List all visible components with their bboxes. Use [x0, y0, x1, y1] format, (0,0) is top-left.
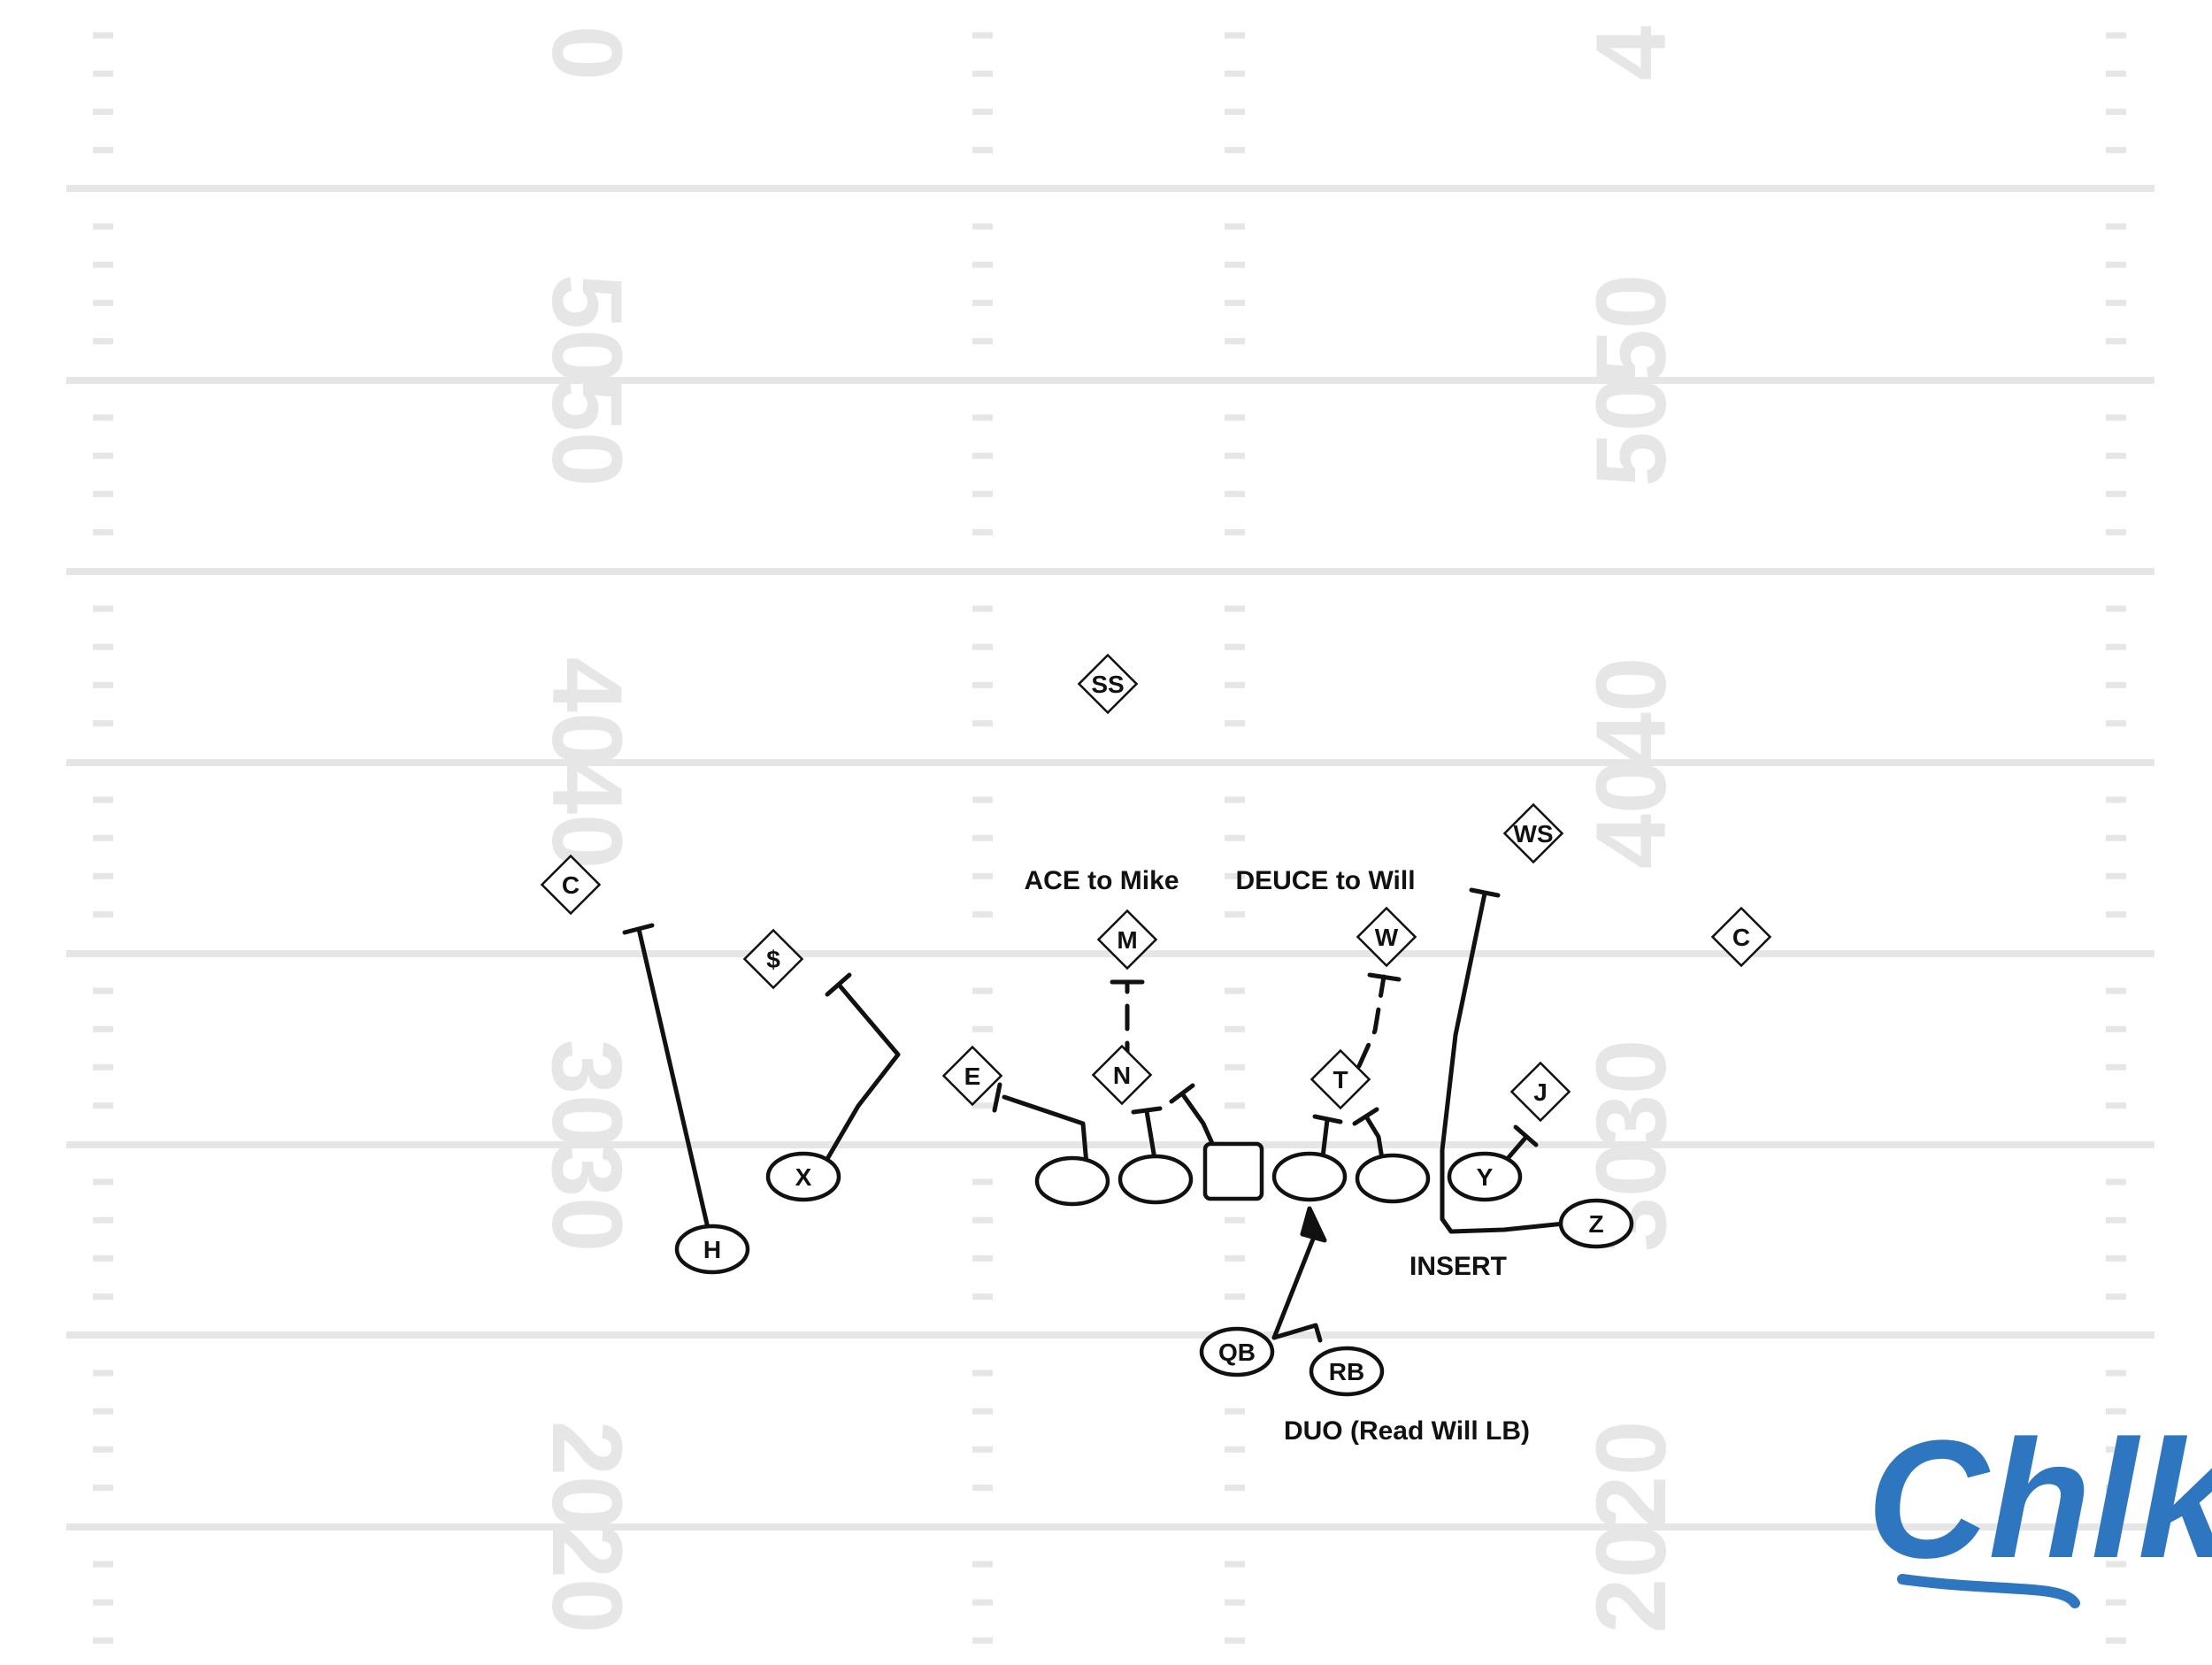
x-route-block-cap — [825, 972, 852, 997]
player-x-label: X — [795, 1163, 812, 1191]
player-z: Z — [1558, 1198, 1634, 1249]
yard-number: 20 — [1576, 1421, 1686, 1531]
player-rb: RB — [1309, 1346, 1385, 1397]
defender-n: N — [1091, 1044, 1153, 1106]
h-route-block-cap — [622, 923, 655, 935]
note-deuce: DEUCE to Will — [1235, 866, 1415, 895]
defender-t-label: T — [1333, 1066, 1348, 1093]
rt-block-cap — [1352, 1107, 1379, 1126]
defender-e: E — [941, 1045, 1003, 1107]
rg-block-cap — [1312, 1114, 1343, 1124]
defender-m: M — [1096, 909, 1158, 971]
yard-number: 40 — [1576, 657, 1686, 768]
z-insert-route — [1440, 891, 1567, 1234]
chalk-logo: Chlk — [1867, 1406, 2212, 1608]
defender-ss: SS — [1077, 653, 1139, 715]
yard-number: 50 — [532, 377, 642, 487]
defender-c-right-label: C — [1732, 924, 1750, 951]
note-insert: INSERT — [1409, 1252, 1507, 1281]
lt-block-cap — [992, 1082, 1002, 1113]
deuce-double-cap — [1367, 972, 1402, 982]
deuce-double-route — [1356, 974, 1386, 1069]
yard-number: 50 — [532, 274, 642, 385]
defender-m-label: M — [1117, 926, 1137, 954]
yard-number: 40 — [1576, 759, 1686, 870]
yard-number: 50 — [1576, 274, 1686, 385]
chalk-logo-text: Chlk — [1867, 1406, 2212, 1593]
lt-block — [1002, 1094, 1089, 1167]
player-y: Y — [1447, 1151, 1523, 1202]
player-h: H — [674, 1224, 750, 1275]
player-h-label: H — [703, 1236, 721, 1263]
defender-j-label: J — [1533, 1078, 1548, 1106]
hash-marks — [93, 32, 2126, 1644]
yard-lines — [66, 185, 2154, 1531]
defender-ss-label: SS — [1091, 671, 1124, 698]
duo-run-path — [1271, 1230, 1318, 1340]
player-y-label: Y — [1477, 1163, 1494, 1191]
yard-numbers-left: 0 50 50 40 40 30 30 20 20 — [532, 26, 642, 1633]
left-guard — [1118, 1154, 1194, 1205]
yard-number: 20 — [1576, 1523, 1686, 1634]
defender-c-left-label: C — [562, 871, 580, 899]
right-tackle — [1355, 1153, 1431, 1204]
center — [1202, 1141, 1264, 1201]
player-qb-label: QB — [1218, 1339, 1256, 1366]
y-block-cap — [1513, 1124, 1539, 1147]
offensive-skill-players: X H Y Z QB RB — [674, 1151, 1634, 1397]
duo-arrowhead — [1300, 1206, 1327, 1243]
z-insert-cap — [1469, 887, 1501, 898]
defender-w-label: W — [1375, 924, 1399, 951]
yard-number: 4 — [1576, 26, 1686, 81]
yard-number: 40 — [532, 759, 642, 870]
lg-block-cap — [1131, 1106, 1163, 1115]
offensive-line — [1034, 1141, 1431, 1207]
yard-numbers-right: 4 50 50 40 40 30 30 20 20 — [1576, 26, 1686, 1633]
defender-dollar-label: $ — [766, 946, 780, 973]
defender-ws-label: WS — [1513, 820, 1553, 848]
defender-j: J — [1509, 1061, 1571, 1123]
defender-c-right: C — [1710, 906, 1772, 968]
defensive-players: C $ SS WS C M W E — [540, 653, 1772, 1123]
defender-e-label: E — [964, 1063, 981, 1090]
player-qb: QB — [1199, 1326, 1275, 1377]
player-z-label: Z — [1588, 1210, 1603, 1238]
player-x: X — [765, 1151, 841, 1202]
defender-c-left: C — [540, 854, 602, 916]
chalk-logo-swash — [1897, 1574, 2080, 1608]
yard-number: 30 — [1576, 1040, 1686, 1150]
yard-number: 40 — [532, 657, 642, 768]
yard-number: 30 — [532, 1040, 642, 1150]
x-route — [825, 982, 901, 1162]
defender-dollar: $ — [742, 928, 804, 990]
note-ace: ACE to Mike — [1024, 866, 1179, 895]
right-guard — [1271, 1151, 1348, 1202]
defender-n-label: N — [1113, 1062, 1131, 1089]
left-tackle — [1034, 1155, 1110, 1207]
defender-ws: WS — [1502, 802, 1564, 864]
note-duo: DUO (Read Will LB) — [1284, 1416, 1530, 1446]
player-rb-label: RB — [1329, 1358, 1364, 1385]
yard-number: 20 — [532, 1421, 642, 1531]
play-notes: ACE to Mike DEUCE to Will INSERT DUO (Re… — [1024, 866, 1530, 1446]
c-block-cap — [1169, 1083, 1195, 1104]
duo-qb-path — [1271, 1323, 1323, 1343]
yard-number: 30 — [532, 1142, 642, 1253]
defender-t: T — [1310, 1048, 1371, 1110]
defender-w: W — [1356, 906, 1417, 968]
yard-number: 0 — [532, 26, 642, 81]
h-route — [636, 926, 710, 1231]
yard-number: 20 — [532, 1523, 642, 1634]
yard-number: 50 — [1576, 377, 1686, 487]
